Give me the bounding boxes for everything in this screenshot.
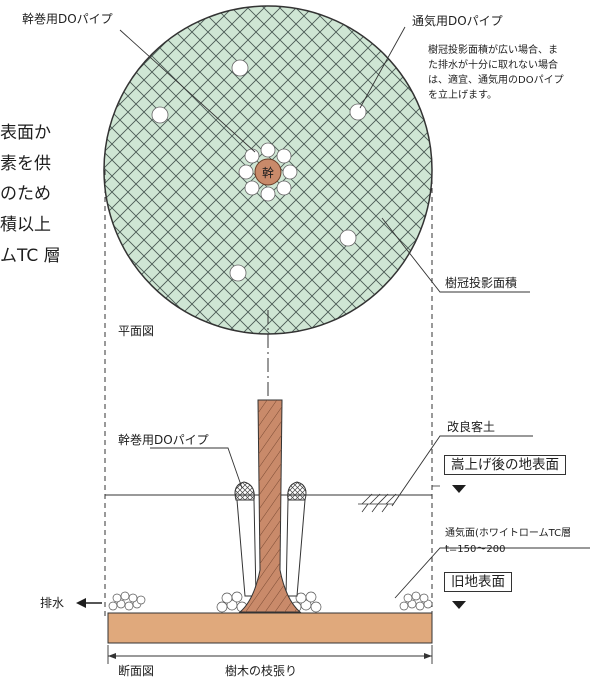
gravel-right xyxy=(399,591,433,611)
old-surface-label: 旧地表面 xyxy=(444,572,512,592)
drainage-label: 排水 xyxy=(40,596,65,610)
plan-view-title: 平面図 xyxy=(118,324,155,338)
spread-dimension xyxy=(107,645,433,664)
left-text-3: のため xyxy=(0,184,51,204)
raised-level-marker xyxy=(452,485,466,493)
trunk-pipe-label-plan: 幹巻用DOパイプ xyxy=(22,12,113,26)
vent-pipe-holes xyxy=(151,59,367,282)
vent-note-line-2: た排水が十分に取れない場合 xyxy=(428,60,558,71)
plan-leaders xyxy=(119,26,530,293)
left-text-4: 積以上 xyxy=(0,215,51,235)
trunk-pipe-left xyxy=(234,481,257,597)
section-view-title: 断面図 xyxy=(118,664,155,678)
section-leaders xyxy=(150,435,590,599)
trunk-pipe-right xyxy=(285,481,307,597)
base-layer xyxy=(107,612,433,644)
vent-layer-label: 通気面(ホワイトロームTC層 xyxy=(445,528,572,539)
left-text-1: 表面か xyxy=(0,123,51,143)
drainage-arrow xyxy=(76,598,102,608)
improved-soil-label: 改良客土 xyxy=(447,420,496,434)
trunk-char: 幹 xyxy=(262,165,274,180)
trunk-pipe-ring xyxy=(238,142,298,202)
vent-layer-thickness: t=150～200 xyxy=(445,544,506,555)
canopy-area-label: 樹冠投影面積 xyxy=(445,276,518,290)
vent-note-line-4: を立上げます。 xyxy=(428,90,497,101)
left-text-5: ムTC 層 xyxy=(0,246,61,266)
projection-guides xyxy=(104,170,433,620)
trunk-pipe-label-section: 幹巻用DOパイプ xyxy=(118,433,209,447)
soil-mark xyxy=(358,493,397,513)
left-text-2: 素を供 xyxy=(0,154,51,174)
vent-note-line-3: は、適宜、通気用のDOパイプ xyxy=(428,75,564,86)
vent-note-line-1: 樹冠投影面積が広い場合、ま xyxy=(428,45,558,56)
gravel-left xyxy=(108,591,146,611)
spread-label: 樹木の枝張り xyxy=(225,664,298,678)
trunk-section xyxy=(238,399,302,613)
vent-pipe-label: 通気用DOパイプ xyxy=(412,14,503,28)
raised-surface-label: 嵩上げ後の地表面 xyxy=(444,455,566,475)
old-level-marker xyxy=(452,601,466,609)
trunk-plan xyxy=(254,158,282,186)
